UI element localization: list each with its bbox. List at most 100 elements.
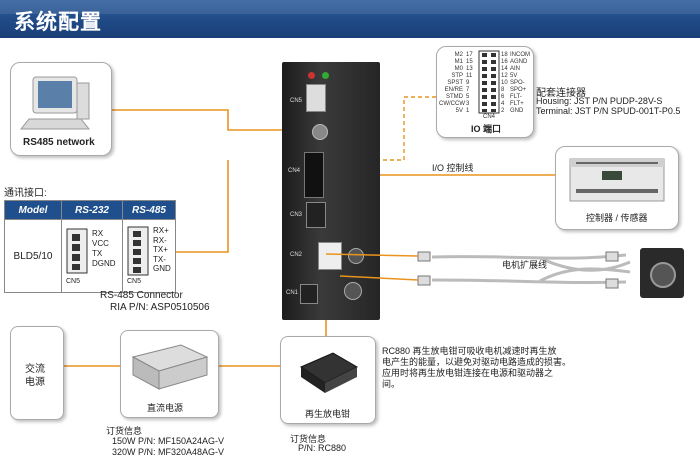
rs232-connector-icon xyxy=(66,228,88,274)
rs485-connector-icon xyxy=(127,226,149,276)
dc-320w-pn: 320W P/N: MF320A48AG-V xyxy=(112,447,225,457)
io-right-label-5: SPO+ xyxy=(510,87,527,93)
regen-order-title: 订货信息 xyxy=(290,434,327,444)
dc-150w-pn: 150W P/N: MF150A24AG-V xyxy=(112,436,225,446)
regen-clamp-box: 再生放电钳 xyxy=(280,336,376,424)
motor-ext-label: 电机扩展线 xyxy=(502,260,548,270)
io-left-num-1: 15 xyxy=(466,59,473,65)
dc-power-box: 直流电源 xyxy=(120,330,219,418)
rs485-pin-rxm: RX- xyxy=(153,235,167,245)
driver-cn2-label: CN2 xyxy=(290,252,303,258)
io-right-label-1: AGND xyxy=(510,59,528,65)
mating-terminal: Terminal: JST P/N SPUD-001T-P0.5 xyxy=(536,106,681,116)
io-left-label-8: 5V xyxy=(455,108,463,114)
controller-label: 控制器 / 传感器 xyxy=(586,213,648,223)
io-left-label-6: STMD xyxy=(446,94,463,100)
ria-part-number: RIA P/N: ASP0510506 xyxy=(110,302,210,313)
io-left-label-0: M2 xyxy=(454,52,463,58)
io-port-title: IO 端口 xyxy=(471,124,502,134)
io-right-label-8: GND xyxy=(510,108,524,114)
rs485-pin-gnd: GND xyxy=(153,264,171,273)
io-right-num-1: 16 xyxy=(501,59,508,65)
driver-cn2-port xyxy=(318,242,342,270)
io-left-label-1: M1 xyxy=(454,59,463,65)
io-right-num-8: 2 xyxy=(501,108,505,114)
io-right-label-3: 5V xyxy=(510,73,518,79)
rs485-network-label: RS485 network xyxy=(23,137,95,148)
io-cn4-label: CN4 xyxy=(483,114,496,120)
regen-description: RC880 再生放电钳可吸收电机减速时再生放 电产生的能量，以避免对驱动电路造成… xyxy=(382,346,572,389)
driver-cn5-label: CN5 xyxy=(290,98,303,104)
driver-cn4-label: CN4 xyxy=(288,168,301,174)
io-left-label-4: SPST xyxy=(447,80,463,86)
io-pin-diagram xyxy=(478,50,500,114)
plc-icon xyxy=(569,158,665,202)
ac-power-label: 交流 电源 xyxy=(25,364,45,388)
io-left-num-4: 9 xyxy=(466,80,470,86)
io-right-num-3: 12 xyxy=(501,73,508,79)
io-right-label-7: FLT+ xyxy=(510,101,524,107)
io-left-num-6: 5 xyxy=(466,94,470,100)
io-right-label-0: INCOM xyxy=(510,52,530,58)
mating-housing: Housing: JST P/N PUDP-28V-S xyxy=(536,96,663,106)
io-left-label-2: M0 xyxy=(454,66,463,72)
io-left-num-0: 17 xyxy=(466,52,473,58)
title-bar xyxy=(0,0,700,38)
dc-order-title: 订货信息 xyxy=(106,426,143,436)
io-left-label-5: EN/RE xyxy=(444,87,463,93)
rs485-network-line xyxy=(112,109,290,131)
rs485-cn-label: CN5 xyxy=(127,278,142,285)
rs485-cell: RX+ RX- TX+ TX- GND CN5 xyxy=(122,219,176,293)
io-right-num-5: 8 xyxy=(501,87,505,93)
rs485-network-box: RS485 network xyxy=(10,62,112,156)
io-right-num-7: 4 xyxy=(501,101,505,107)
regen-clamp-label: 再生放电钳 xyxy=(305,409,351,419)
io-left-num-5: 7 xyxy=(466,87,470,93)
io-port-box: M2 M1 M0 STP SPST EN/RE STMD CW/CCW 5V 1… xyxy=(436,46,534,138)
rs485-pin-txp: TX+ xyxy=(153,245,168,254)
comm-header-rs485: RS-485 xyxy=(122,200,176,220)
io-left-label-3: STP xyxy=(451,73,463,79)
rs485-pin-rxp: RX+ xyxy=(153,226,169,235)
rs485-pin-txm: TX- xyxy=(153,254,166,264)
screw-icon xyxy=(348,248,364,264)
ac-power-box: 交流 电源 xyxy=(10,326,64,420)
rs232-pin-rx: RX xyxy=(92,229,104,238)
comm-model: BLD5/10 xyxy=(4,219,62,293)
io-right-num-0: 18 xyxy=(501,52,508,58)
rs232-pin-tx: TX xyxy=(92,249,103,258)
comm-heading: 通讯接口: xyxy=(4,188,47,199)
io-left-num-2: 13 xyxy=(466,66,473,72)
comm-line xyxy=(176,160,229,253)
dial-icon xyxy=(312,124,328,140)
mating-title: 配套连接器 xyxy=(536,88,586,99)
rs232-pin-vcc: VCC xyxy=(92,239,109,248)
io-right-label-6: FLT- xyxy=(510,94,522,100)
driver-cn1-port xyxy=(300,284,318,304)
dc-power-label: 直流电源 xyxy=(147,403,184,413)
driver-cn5-port xyxy=(306,84,326,112)
motor-icon xyxy=(640,248,684,298)
regen-clamp-icon xyxy=(299,352,359,393)
io-right-num-4: 10 xyxy=(501,80,508,86)
io-right-label-2: AIN xyxy=(510,66,521,72)
io-line-label: I/O 控制线 xyxy=(432,163,474,173)
driver-cn1-label: CN1 xyxy=(286,290,299,296)
regen-part-number: P/N: RC880 xyxy=(298,443,347,453)
page-title: 系统配置 xyxy=(14,11,102,34)
driver-cn3-port xyxy=(306,202,326,228)
io-left-label-7: CW/CCW xyxy=(439,101,465,107)
computer-icon xyxy=(19,76,91,130)
rs232-cn-label: CN5 xyxy=(66,278,81,285)
screw-icon-2 xyxy=(344,282,362,300)
power-supply-icon xyxy=(131,344,209,390)
rs232-cell: RX VCC TX DGND CN5 xyxy=(61,219,123,293)
comm-header-rs232: RS-232 xyxy=(61,200,123,220)
led-green-icon xyxy=(322,72,329,79)
comm-table: Model RS-232 RS-485 BLD5/10 RX VCC TX DG… xyxy=(4,200,176,293)
io-right-label-4: SPO- xyxy=(510,80,525,86)
io-right-num-6: 6 xyxy=(501,94,505,100)
io-left-num-7: 3 xyxy=(466,101,470,107)
rs485-connector-label: RS-485 Connector xyxy=(100,290,183,301)
